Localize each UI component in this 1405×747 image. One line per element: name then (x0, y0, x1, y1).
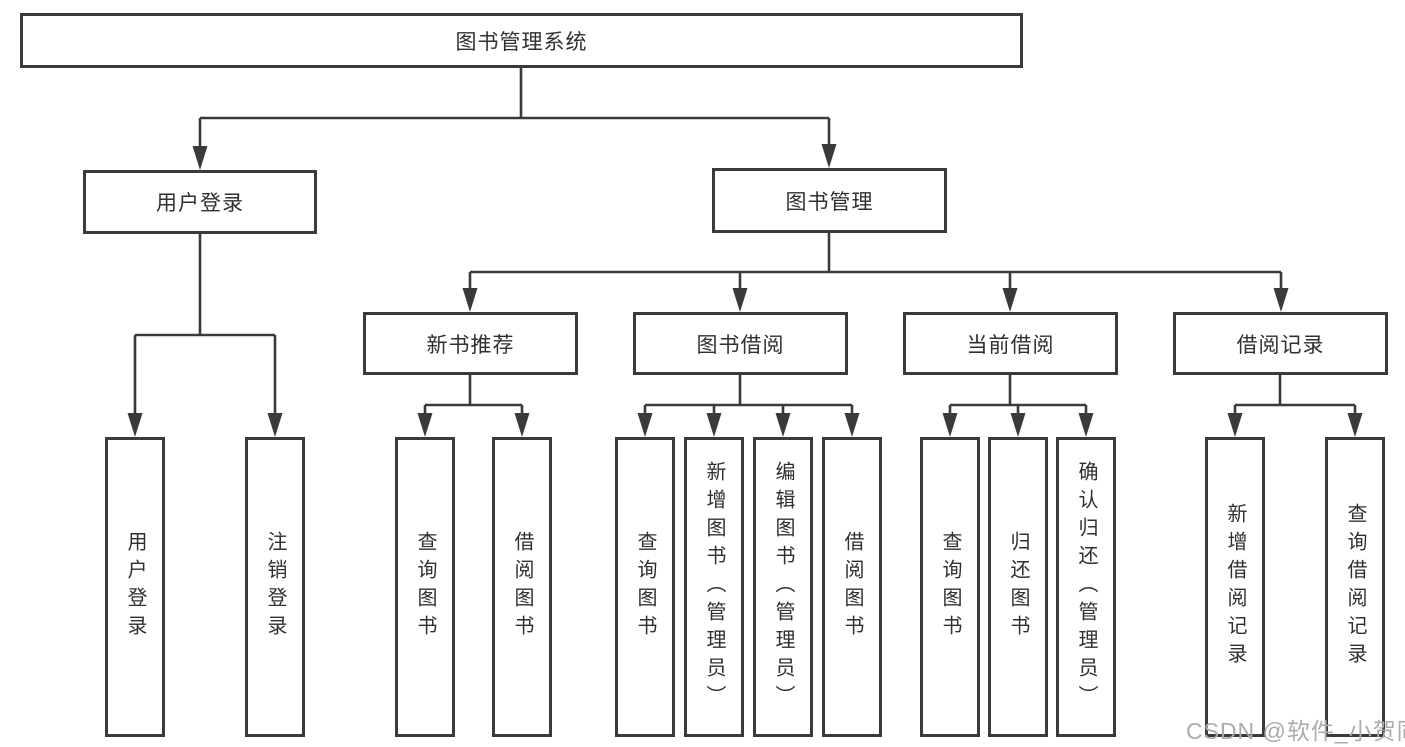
node-new-book-recommend-label: 新书推荐 (426, 333, 515, 357)
leaf-logout: 注销登录 (245, 437, 305, 737)
leaf-user-login-label: 用户登录 (124, 531, 146, 643)
leaf-records-query-record-label: 查询借阅记录 (1344, 503, 1366, 671)
node-new-book-recommend: 新书推荐 (363, 312, 578, 375)
leaf-borrow-borrow-book: 借阅图书 (822, 437, 882, 737)
leaf-current-return-book-label: 归还图书 (1007, 531, 1029, 643)
leaf-current-confirm-return-admin: 确认归还（管理员） (1056, 437, 1116, 737)
node-book-management-label: 图书管理 (785, 190, 874, 214)
node-book-borrowing-label: 图书借阅 (696, 333, 785, 357)
leaf-borrow-edit-book-admin-label: 编辑图书（管理员） (772, 461, 794, 713)
arrowheads (127, 144, 1363, 437)
leaf-borrow-query-book: 查询图书 (615, 437, 675, 737)
node-current-borrowing-label: 当前借阅 (966, 333, 1055, 357)
node-borrowing-records: 借阅记录 (1173, 312, 1388, 375)
leaf-records-add-record: 新增借阅记录 (1205, 437, 1265, 737)
node-user-login-label: 用户登录 (156, 192, 244, 215)
leaf-borrow-edit-book-admin: 编辑图书（管理员） (753, 437, 813, 737)
leaf-recommend-borrow-book-label: 借阅图书 (511, 531, 533, 643)
leaf-borrow-borrow-book-label: 借阅图书 (841, 531, 863, 643)
connector-spines (135, 68, 1355, 407)
leaf-records-add-record-label: 新增借阅记录 (1224, 503, 1246, 671)
arrow-shafts (133, 118, 1357, 423)
csdn-watermark: CSDN @软件_小贺同学 (1186, 718, 1405, 744)
leaf-current-confirm-return-admin-label: 确认归还（管理员） (1075, 461, 1097, 713)
node-library-system: 图书管理系统 (20, 13, 1023, 68)
node-borrowing-records-label: 借阅记录 (1236, 333, 1325, 357)
leaf-borrow-query-book-label: 查询图书 (634, 531, 656, 643)
leaf-recommend-query-book-label: 查询图书 (414, 531, 436, 643)
leaf-records-query-record: 查询借阅记录 (1325, 437, 1385, 737)
node-user-login: 用户登录 (83, 170, 317, 234)
leaf-recommend-borrow-book: 借阅图书 (492, 437, 552, 737)
node-book-management: 图书管理 (712, 168, 947, 233)
leaf-user-login: 用户登录 (105, 437, 165, 737)
leaf-current-query-book: 查询图书 (920, 437, 980, 737)
leaf-current-query-book-label: 查询图书 (939, 531, 961, 643)
node-current-borrowing: 当前借阅 (903, 312, 1118, 375)
leaf-borrow-add-book-admin-label: 新增图书（管理员） (703, 461, 725, 713)
node-book-borrowing: 图书借阅 (633, 312, 848, 375)
node-library-system-label: 图书管理系统 (455, 30, 588, 54)
leaf-borrow-add-book-admin: 新增图书（管理员） (684, 437, 744, 737)
leaf-current-return-book: 归还图书 (988, 437, 1048, 737)
leaf-logout-label: 注销登录 (264, 531, 286, 643)
leaf-recommend-query-book: 查询图书 (395, 437, 455, 737)
